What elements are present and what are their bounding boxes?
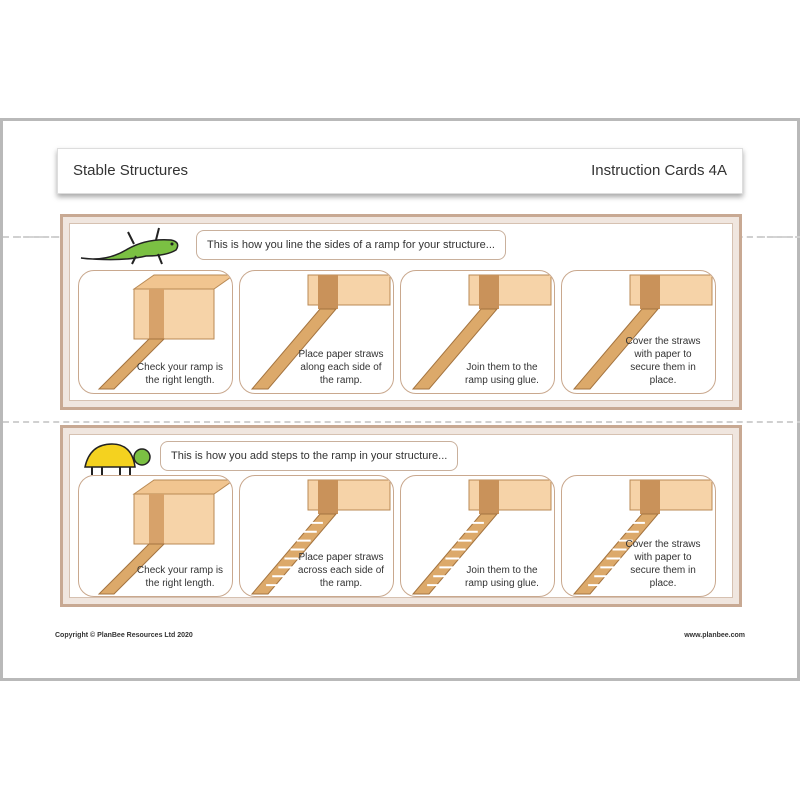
step-caption: Join them to the ramp using glue. [465,565,539,589]
step-card: Cover the straws with paper to secure th… [561,475,716,597]
step-card: Place paper straws across each side of t… [239,475,394,597]
intro-bubble: This is how you add steps to the ramp in… [160,441,459,471]
step-card: Join them to the ramp using glue. [400,475,555,597]
website-link[interactable]: www.planbee.com [684,632,745,639]
ramp-illustration [250,274,391,390]
lizard-icon [80,227,179,265]
ramp-illustration [250,479,391,595]
step-caption: Check your ramp is the right length. [136,362,224,386]
step-caption: Check your ramp is the right length. [136,565,224,589]
page-title: Stable Structures [73,162,189,179]
section-ramp-steps: This is how you add steps to the ramp in… [60,425,742,607]
ramp-box-illustration [97,274,232,390]
ramp-illustration [572,274,713,390]
step-card: Cover the straws with paper to secure th… [561,270,716,394]
step-card: Place paper straws along each side of th… [239,270,394,394]
tortoise-icon [84,443,151,475]
step-caption: Cover the straws with paper to secure th… [625,539,701,589]
step-caption: Join them to the ramp using glue. [465,362,539,386]
step-caption: Cover the straws with paper to secure th… [625,336,701,386]
header-bar: Stable Structures Instruction Cards 4A [57,148,743,194]
step-card: Join them to the ramp using glue. [400,270,555,394]
ramp-illustration [572,479,713,595]
step-caption: Place paper straws across each side of t… [297,552,385,589]
copyright-text: Copyright © PlanBee Resources Ltd 2020 [55,632,193,639]
step-card: Check your ramp is the right length. [78,475,233,597]
step-caption: Place paper straws along each side of th… [298,349,384,386]
ramp-box-illustration [97,479,232,595]
ramp-illustration [411,479,552,595]
section-ramp-sides: This is how you line the sides of a ramp… [60,214,742,410]
page-subtitle: Instruction Cards 4A [591,162,727,179]
intro-bubble: This is how you line the sides of a ramp… [196,230,506,260]
ramp-illustration [411,274,552,390]
step-card: Check your ramp is the right length. [78,270,233,394]
